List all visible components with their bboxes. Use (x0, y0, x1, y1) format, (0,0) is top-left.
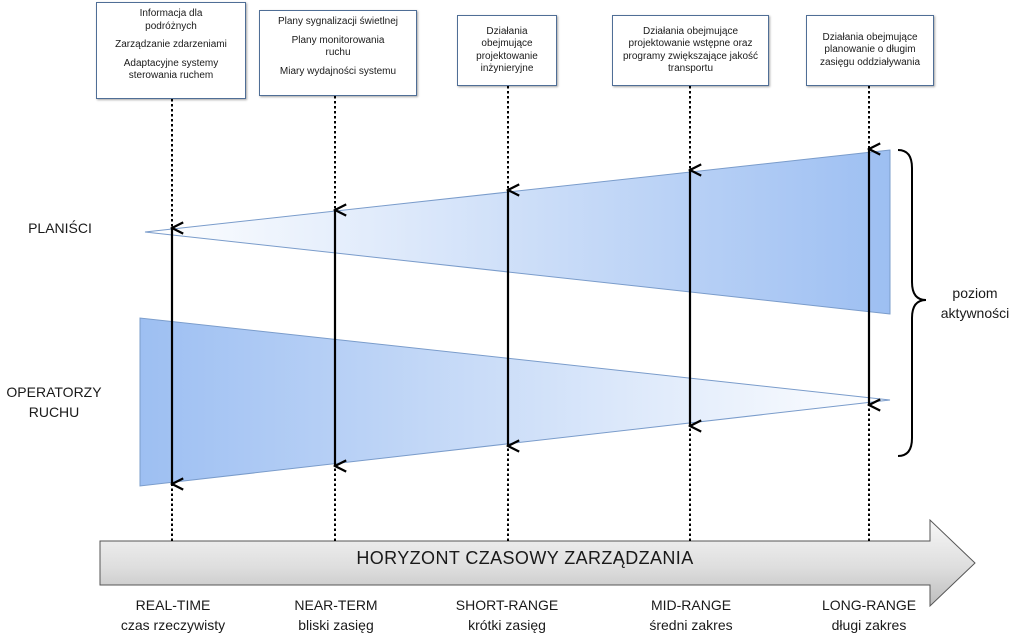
box-near-term-line-3: Miary wydajności systemu (279, 65, 397, 77)
horizon-long-range-pl: długi zakres (831, 617, 907, 633)
box-near-term: Plany sygnalizacji świetlnej Plany monit… (259, 10, 417, 96)
horizon-real-time-en: REAL-TIME (135, 597, 211, 613)
horizon-near-term: NEAR-TERM bliski zasięg (261, 595, 411, 635)
operators-label-line-2: RUCHU (28, 404, 80, 420)
horizon-real-time: REAL-TIME czas rzeczywisty (98, 595, 248, 635)
operators-wedge (139, 317, 891, 487)
operators-label-line-1: OPERATORZY (6, 384, 102, 400)
activity-level-label: poziom aktywności (930, 283, 1020, 323)
horizon-short-range-pl: krótki zasięg (468, 617, 546, 633)
horizon-mid-range-pl: średni zakres (649, 617, 733, 633)
activity-level-label-line-2: aktywności (940, 305, 1010, 321)
connectors (172, 86, 869, 541)
box-short-range: Działania obejmujące projektowanie inżyn… (457, 15, 557, 86)
box-mid-range: Działania obejmujące projektowanie wstęp… (612, 15, 769, 86)
horizon-near-term-en: NEAR-TERM (294, 597, 378, 613)
axis-title: HORYZONT CZASOWY ZARZĄDZANIA (356, 548, 694, 568)
horizon-long-range-en: LONG-RANGE (821, 597, 917, 613)
time-horizon-arrow (99, 518, 976, 608)
box-short-range-line-1: Działania obejmujące projektowanie inżyn… (476, 25, 538, 75)
box-real-time-line-3: Adaptacyjne systemy sterowania ruchem (123, 57, 219, 82)
horizon-long-range: LONG-RANGE długi zakres (794, 595, 944, 635)
activity-level-brace (897, 149, 927, 457)
box-real-time: Informacja dla podróżnych Zarządzanie zd… (96, 2, 246, 99)
planners-wedge (144, 149, 891, 315)
horizon-short-range: SHORT-RANGE krótki zasięg (432, 595, 582, 635)
box-long-range-line-1: Działania obejmujące planowanie o długim… (819, 31, 921, 68)
box-near-term-line-1: Plany sygnalizacji świetlnej (277, 16, 399, 27)
box-long-range: Działania obejmujące planowanie o długim… (806, 15, 934, 86)
box-real-time-line-2: Zarządzanie zdarzeniami (115, 39, 227, 50)
horizon-real-time-pl: czas rzeczywisty (120, 617, 226, 633)
operators-label: OPERATORZY RUCHU (4, 382, 104, 422)
planners-label: PLANIŚCI (10, 218, 110, 238)
horizon-mid-range-en: MID-RANGE (650, 597, 732, 613)
box-mid-range-line-1: Działania obejmujące projektowanie wstęp… (622, 25, 759, 75)
box-near-term-line-2: Plany monitorowania ruchu (291, 34, 385, 59)
horizon-near-term-pl: bliski zasięg (298, 617, 374, 633)
planners-label-text: PLANIŚCI (28, 220, 92, 236)
horizon-short-range-en: SHORT-RANGE (455, 597, 559, 613)
box-real-time-line-1: Informacja dla podróżnych (139, 8, 203, 32)
horizon-mid-range: MID-RANGE średni zakres (616, 595, 766, 635)
activity-level-label-line-1: poziom (952, 285, 998, 301)
